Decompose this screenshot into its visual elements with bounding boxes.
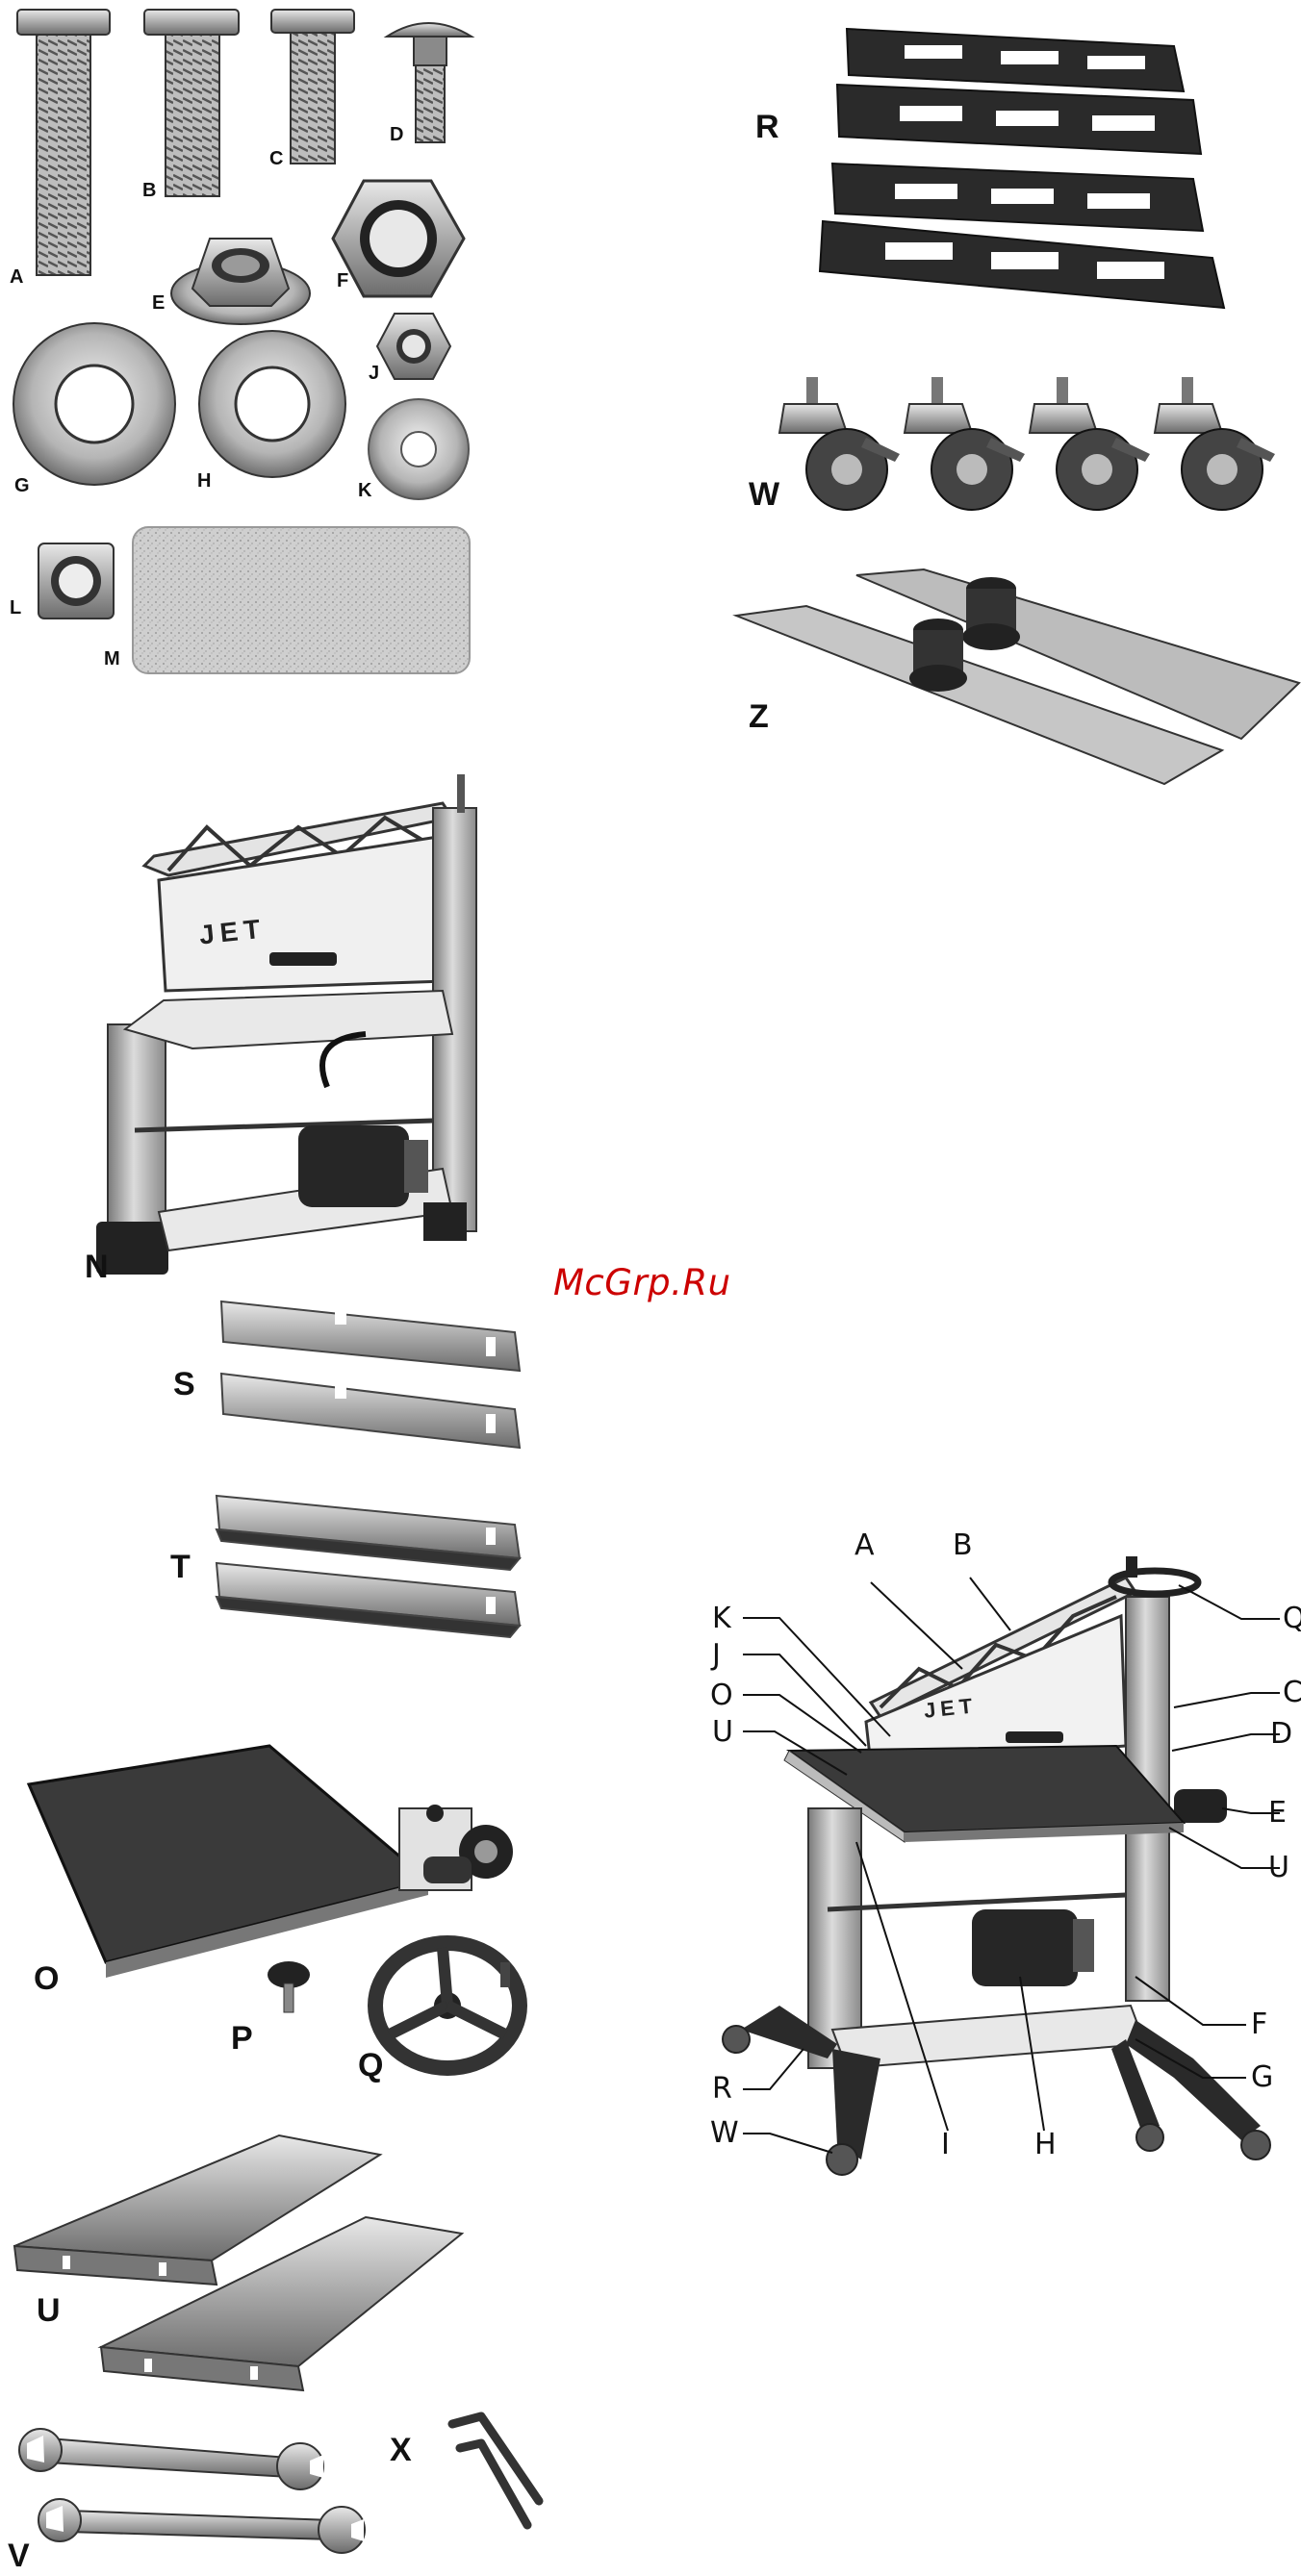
callout-b: B [953,1531,973,1560]
callout-g: G [1251,2063,1273,2092]
callout-q: Q [1283,1604,1301,1633]
label-k: K [358,481,371,500]
flange-nut-e-icon [171,239,310,324]
jet-logo-lower: JET [923,1695,978,1722]
extension-tables-u-icon [14,2135,462,2390]
label-p: P [231,2022,253,2055]
hex-keys-x-icon [452,2416,539,2525]
jet-logo-upper: JET [198,915,268,948]
label-r: R [755,111,779,143]
square-nut-l-icon [38,543,114,619]
rail-set-s-icon [221,1301,520,1448]
bolt-a-icon [17,10,110,275]
label-n: N [85,1250,109,1283]
rail-set-t-icon [217,1496,520,1637]
bolt-c-icon [271,10,354,164]
label-x: X [390,2434,412,2466]
callout-d: D [1270,1720,1292,1749]
label-t: T [170,1551,191,1583]
washer-g-icon [13,323,175,485]
label-w: W [749,478,779,511]
leg-set-r-icon [820,29,1224,308]
callout-u-right: U [1268,1854,1289,1882]
callout-j: J [712,1641,721,1670]
label-b: B [142,181,156,200]
label-z: Z [749,700,769,733]
lock-knob-p-icon [268,1961,310,2012]
callout-f: F [1251,2010,1267,2039]
hex-nut-j-icon [377,314,450,379]
label-o: O [34,1962,59,1995]
sander-assembly-n-icon [96,774,476,1275]
label-e: E [152,293,165,313]
label-f: F [337,271,348,290]
label-u: U [37,2294,61,2327]
label-m: M [104,649,120,669]
callout-h: H [1034,2131,1057,2159]
label-q: Q [358,2049,383,2082]
handwheel-q-icon [375,1943,520,2068]
label-d: D [390,125,403,144]
caster-set-w-icon [779,377,1275,510]
dust-plates-z-icon [736,569,1299,784]
label-a: A [10,267,23,287]
bolt-b-icon [144,10,239,196]
label-l: L [10,598,21,618]
abrasive-pad-m-icon [133,527,470,673]
washer-h-icon [199,331,345,477]
assembled-sander-icon [723,1556,1270,2175]
washer-k-icon [369,399,469,499]
label-v: V [8,2539,30,2572]
watermark-text: McGrp.Ru [553,1262,731,1303]
wrench-set-v-icon [19,2429,365,2553]
callout-r: R [712,2075,732,2104]
callout-k: K [712,1604,731,1633]
callout-o: O [710,1681,733,1710]
callout-c: C [1283,1679,1301,1707]
label-s: S [173,1368,195,1401]
callout-i: I [941,2131,950,2159]
label-j: J [369,364,379,383]
callout-u-left: U [712,1718,733,1747]
label-h: H [197,471,211,491]
callout-a: A [855,1531,875,1560]
callout-w: W [710,2119,739,2148]
label-g: G [14,476,30,495]
callout-e: E [1268,1799,1287,1828]
hex-nut-f-icon [333,181,464,296]
label-c: C [269,149,283,168]
